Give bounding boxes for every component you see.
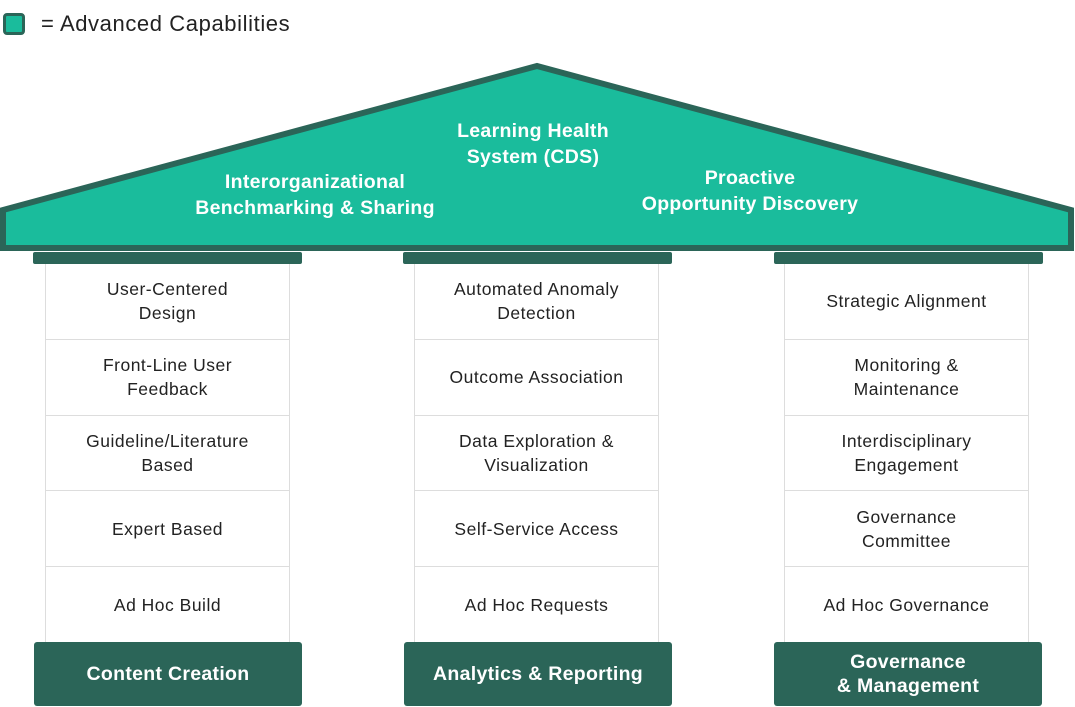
pillar-cell: Guideline/Literature Based [46,416,289,492]
pillar-cell: Front-Line User Feedback [46,340,289,416]
roof-label-right: Proactive Opportunity Discovery [641,167,859,215]
pillar-cell: Ad Hoc Build [113,594,222,615]
pillar-cell: Data Exploration & Visualization [415,416,658,492]
pillar-cell: Outcome Association [415,340,658,416]
roof-label-left: Interorganizational Benchmarking & Shari… [195,171,435,219]
pillar-cell: User-Centered Design [46,264,289,340]
pillar-cell: Expert Based [46,491,289,568]
roof-shape [0,62,1074,251]
pillar-cell: Governance Committee [785,491,1028,568]
pillar-cell: Ad Hoc Requests [464,594,609,615]
pillar-cell: Strategic Alignment [785,264,1028,340]
pillar-governance-management: Strategic Alignment Monitoring & Mainten… [784,264,1029,642]
pillar-capital [403,252,672,264]
pillar-cell: Automated Anomaly Detection [415,264,658,340]
legend-label: = Advanced Capabilities [41,11,291,36]
pillar-cell: Ad Hoc Governance [823,594,990,615]
pillar-capital [33,252,302,264]
pillar-cell: Self-Service Access [415,491,658,568]
legend: = Advanced Capabilities [3,10,290,38]
pillar-analytics-reporting: Automated Anomaly Detection Outcome Asso… [414,264,659,642]
roof [0,62,1074,251]
pillar-base-governance-management: Governance & Management [774,642,1042,706]
pillar-cell: Monitoring & Maintenance [785,340,1028,416]
legend-swatch [3,13,25,35]
pillar-base-content-creation: Content Creation [34,642,302,706]
pillar-capital [774,252,1043,264]
pillar-base-analytics-reporting: Analytics & Reporting [404,642,672,706]
pillar-content-creation: User-Centered Design Front-Line User Fee… [45,264,290,642]
pillar-cell: Interdisciplinary Engagement [785,416,1028,492]
roof-label-center: Learning Health System (CDS) [457,120,609,168]
